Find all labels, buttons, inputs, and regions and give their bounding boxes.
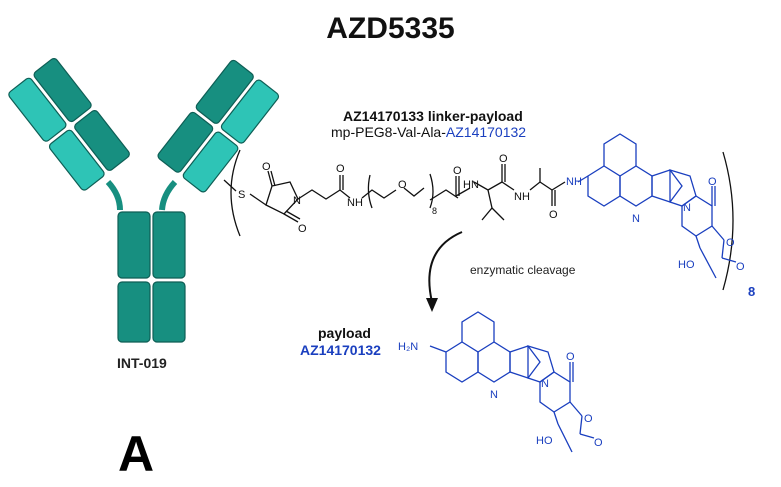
heavy-chain-right-lower bbox=[152, 281, 186, 343]
heavy-chain-right-upper bbox=[152, 211, 186, 279]
attached-payload-structure: NH bbox=[566, 133, 737, 279]
atom-o: O bbox=[726, 237, 735, 249]
atom-nh: NH bbox=[566, 176, 582, 188]
linker-atoms: S O N O O NH O 8 O HN O NH O bbox=[238, 153, 558, 235]
free-payload-atoms: H₂N N N O O O HO bbox=[398, 341, 603, 449]
atom-n: N bbox=[293, 195, 301, 207]
atom-n: N bbox=[541, 378, 549, 390]
linker-payload-heading: AZ14170133 linker-payload bbox=[343, 108, 523, 124]
antibody-label: INT-019 bbox=[117, 355, 167, 371]
atom-o: O bbox=[708, 176, 717, 188]
cleavage-arrow-icon bbox=[426, 231, 463, 312]
atom-nh: NH bbox=[514, 191, 530, 203]
atom-ho: HO bbox=[678, 259, 695, 271]
attached-payload-atoms: N N O O O HO bbox=[632, 176, 745, 273]
atom-o: O bbox=[336, 163, 345, 175]
atom-s: S bbox=[238, 189, 245, 201]
atom-o: O bbox=[262, 161, 271, 173]
atom-o: O bbox=[398, 179, 407, 191]
linker-payload-prefix: mp-PEG8-Val-Ala- bbox=[331, 124, 446, 140]
free-payload-structure bbox=[429, 311, 595, 453]
atom-o: O bbox=[499, 153, 508, 165]
atom-o: O bbox=[594, 437, 603, 449]
atom-o: O bbox=[549, 209, 558, 221]
atom-n: N bbox=[632, 213, 640, 225]
atom-n: N bbox=[683, 202, 691, 214]
dar-subscript: 8 bbox=[748, 284, 756, 299]
atom-hn: HN bbox=[463, 179, 479, 191]
payload-heading: payload bbox=[318, 325, 371, 341]
panel-label: A bbox=[118, 426, 155, 482]
cleavage-label: enzymatic cleavage bbox=[470, 263, 576, 277]
linker-payload-subtitle: mp-PEG8-Val-Ala-AZ14170132 bbox=[331, 124, 526, 140]
atom-o: O bbox=[584, 413, 593, 425]
atom-ho: HO bbox=[536, 435, 553, 447]
linker-payload-payload-name: AZ14170132 bbox=[445, 124, 527, 140]
linker-structure bbox=[223, 149, 734, 291]
atom-o: O bbox=[298, 223, 307, 235]
payload-name: AZ14170132 bbox=[300, 342, 381, 358]
atom-o: O bbox=[736, 261, 745, 273]
atom-n: N bbox=[490, 389, 498, 401]
antibody-icon bbox=[8, 58, 280, 343]
heavy-chain-left-lower bbox=[117, 281, 151, 343]
atom-nh: NH bbox=[347, 197, 363, 209]
peg-subscript: 8 bbox=[432, 206, 437, 216]
heavy-chain-left-upper bbox=[117, 211, 151, 279]
atom-o: O bbox=[453, 165, 462, 177]
figure-title: AZD5335 bbox=[326, 12, 455, 45]
atom-o: O bbox=[566, 351, 575, 363]
atom-h2n: H₂N bbox=[398, 341, 418, 353]
